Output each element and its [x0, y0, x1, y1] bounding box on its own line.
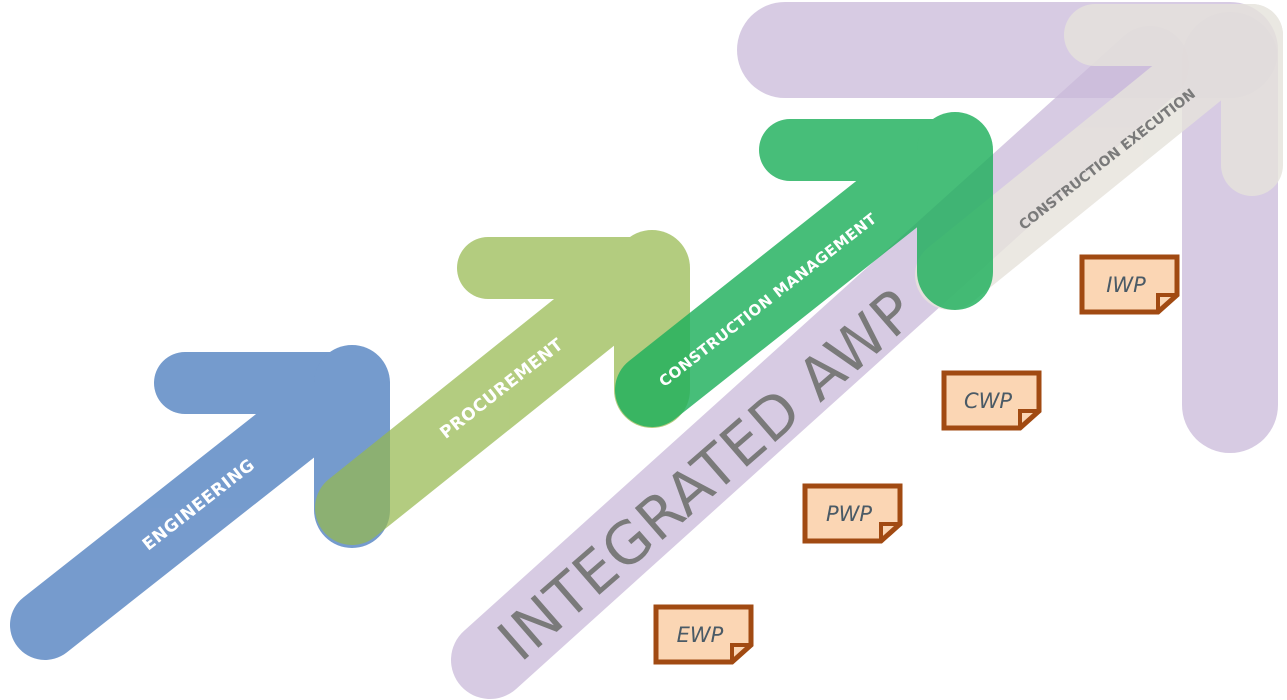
iwp-page-fold: [1156, 293, 1177, 312]
cwp-label: CWP: [964, 389, 1012, 413]
iwp-package-icon: IWP: [1079, 254, 1180, 315]
cwp-package-icon: CWP: [941, 370, 1042, 431]
pwp-package-shape: [802, 483, 903, 544]
construction-execution-arrow: [915, 4, 1283, 310]
ewp-package-icon: EWP: [653, 604, 754, 665]
iwp-package-shape: [1079, 254, 1180, 315]
construction-execution-shaft: [915, 5, 1275, 310]
procurement-shaft: [315, 231, 689, 545]
ewp-label: EWP: [677, 623, 724, 647]
ewp-page-fold: [730, 643, 751, 662]
pwp-label: PWP: [826, 502, 872, 526]
pwp-page-fold: [879, 522, 900, 541]
engineering-shaft: [10, 348, 387, 660]
pwp-package-icon: PWP: [802, 483, 903, 544]
cwp-page-fold: [1018, 409, 1039, 428]
ewp-package-shape: [653, 604, 754, 665]
construction-management-arrow: [615, 112, 993, 427]
cwp-package-shape: [941, 370, 1042, 431]
iwp-label: IWP: [1106, 273, 1146, 297]
construction-management-shaft: [615, 113, 992, 427]
